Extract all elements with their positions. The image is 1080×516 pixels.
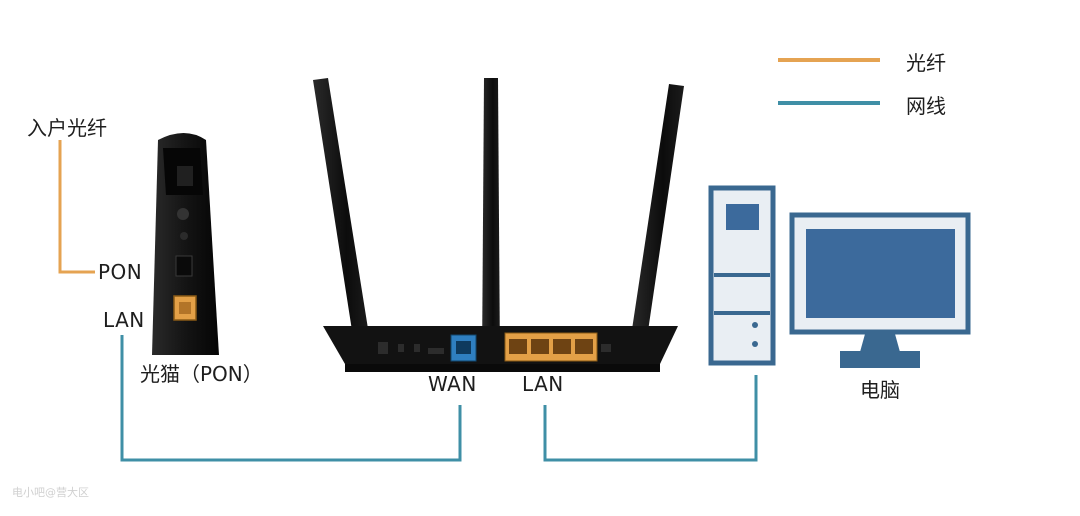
computer-label: 电脑 [860, 378, 900, 402]
router-wan-port [450, 334, 477, 362]
wireless-router [313, 78, 684, 372]
modem-lan-port-label: LAN [103, 308, 145, 332]
incoming-fiber-line [58, 140, 95, 274]
modem-name-label: 光猫（PON） [140, 362, 263, 386]
pc-tower [708, 185, 776, 366]
legend-fiber-label: 光纤 [906, 51, 946, 75]
router-lan-label: LAN [522, 372, 564, 396]
router-wan-label: WAN [428, 372, 477, 396]
watermark: 电小吧@营大区 [12, 486, 89, 499]
router-antenna-center [482, 78, 500, 362]
router-to-pc-cable [543, 375, 758, 462]
modem-pon-port-label: PON [98, 260, 143, 284]
router-antenna-right [631, 84, 684, 338]
pc-monitor [789, 212, 971, 368]
legend-ethernet-label: 网线 [906, 94, 946, 118]
router-antenna-left [313, 78, 369, 337]
incoming-fiber-label: 入户光纤 [27, 116, 107, 140]
modem-to-router-cable [120, 335, 462, 462]
optical-modem [152, 133, 219, 355]
